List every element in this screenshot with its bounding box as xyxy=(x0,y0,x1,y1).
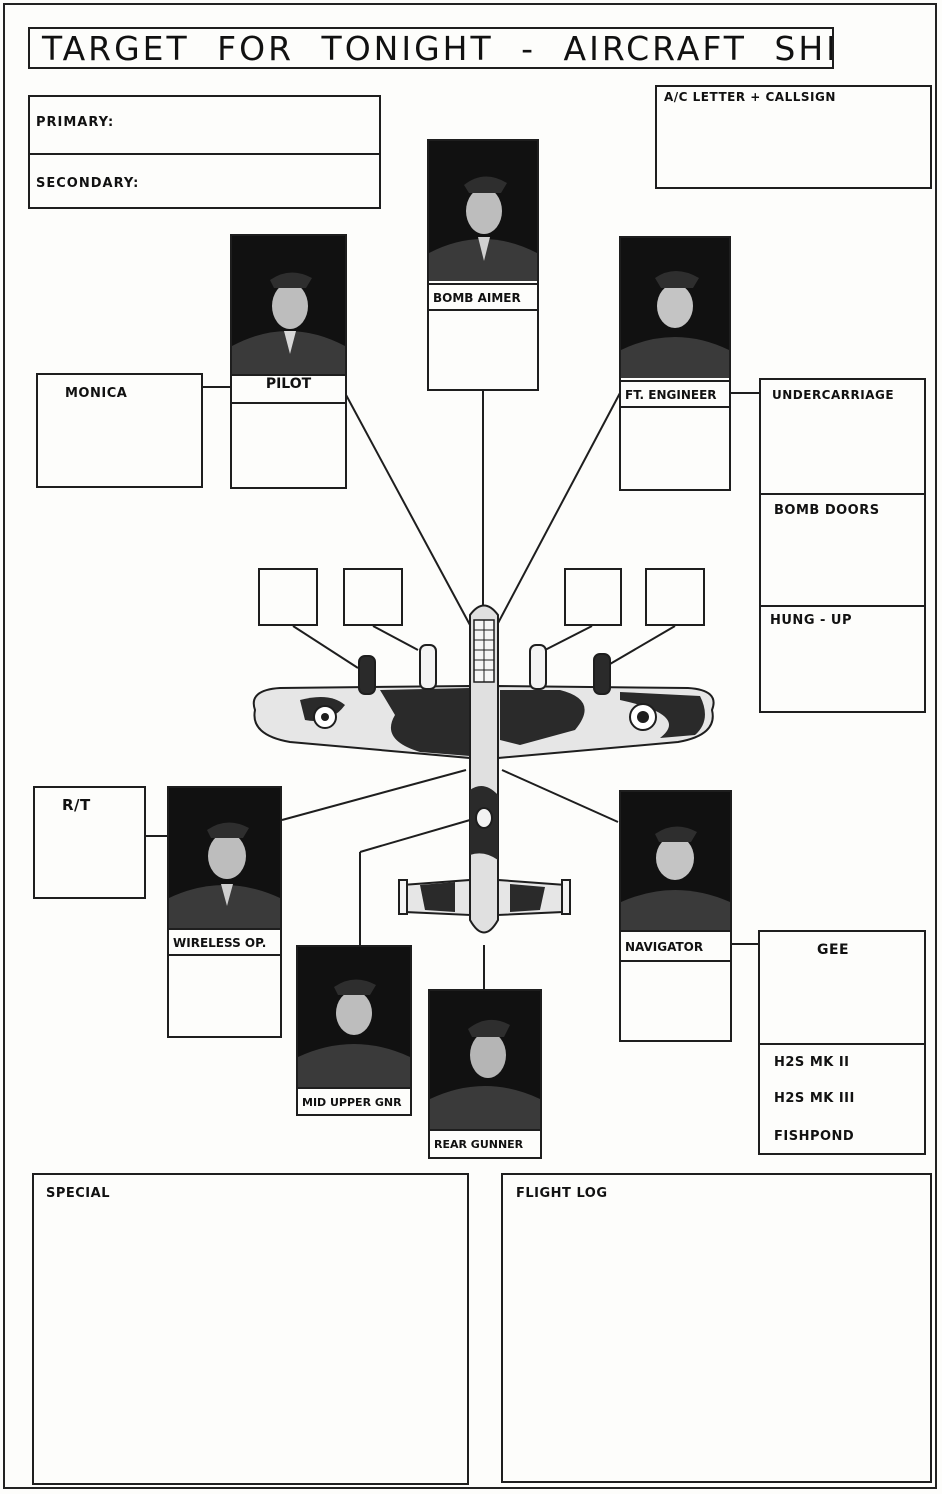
nav-aids-divider xyxy=(760,1043,924,1045)
engine-box-4 xyxy=(645,568,705,626)
gee-label: GEE xyxy=(817,942,850,958)
bomb-aimer-card: BOMB AIMER xyxy=(427,139,539,391)
pilot-label: PILOT xyxy=(232,374,345,392)
secondary-label: SECONDARY: xyxy=(36,176,140,191)
callsign-label: A/C LETTER + CALLSIGN xyxy=(664,90,836,104)
bomb-aimer-divider xyxy=(429,309,537,311)
wireless-op-label: WIRELESS OP. xyxy=(169,928,280,954)
target-box xyxy=(28,95,381,209)
systems-divider-2 xyxy=(761,605,924,607)
nav-aids-box xyxy=(758,930,926,1155)
rear-gunner-card: REAR GUNNER xyxy=(428,989,542,1159)
rear-gunner-portrait xyxy=(430,991,540,1129)
systems-box xyxy=(759,378,926,713)
fishpond-label: FISHPOND xyxy=(774,1129,855,1144)
hung-up-label: HUNG - UP xyxy=(770,613,853,628)
wireless-op-card: WIRELESS OP. xyxy=(167,786,282,1038)
page-border xyxy=(3,3,937,1489)
wireless-op-divider xyxy=(169,954,280,956)
flight-engineer-card: FT. ENGINEER xyxy=(619,236,731,491)
bomb-aimer-label: BOMB AIMER xyxy=(429,283,537,309)
engine-box-1 xyxy=(258,568,318,626)
lancaster-aircraft xyxy=(252,604,715,934)
flight-log-label: FLIGHT LOG xyxy=(516,1186,608,1201)
monica-label: MONICA xyxy=(65,386,128,401)
page-title: TARGET FOR TONIGHT - AIRCRAFT SHEET xyxy=(28,27,834,69)
mid-upper-gnr-portrait xyxy=(298,947,410,1087)
mid-upper-gnr-label: MID UPPER GNR xyxy=(298,1087,410,1114)
wireless-op-portrait xyxy=(169,788,280,928)
h2s-mk2-label: H2S MK II xyxy=(774,1055,850,1070)
rt-box xyxy=(33,786,146,899)
flight-log-box xyxy=(501,1173,932,1483)
monica-box xyxy=(36,373,203,488)
navigator-label: NAVIGATOR xyxy=(621,930,730,960)
navigator-portrait xyxy=(621,792,730,930)
engine-box-3 xyxy=(564,568,622,626)
callsign-box xyxy=(655,85,932,189)
target-divider xyxy=(30,153,379,155)
pilot-divider xyxy=(232,402,345,404)
flight-engineer-portrait xyxy=(621,238,729,378)
primary-label: PRIMARY: xyxy=(36,115,115,130)
pilot-portrait xyxy=(232,236,345,376)
bomb-doors-label: BOMB DOORS xyxy=(774,503,880,518)
special-box xyxy=(32,1173,469,1485)
navigator-divider xyxy=(621,960,730,962)
flight-engineer-divider xyxy=(621,406,729,408)
h2s-mk3-label: H2S MK III xyxy=(774,1091,855,1106)
engine-box-2 xyxy=(343,568,403,626)
mid-upper-gnr-card: MID UPPER GNR xyxy=(296,945,412,1116)
special-label: SPECIAL xyxy=(46,1186,110,1201)
rear-gunner-label: REAR GUNNER xyxy=(430,1129,540,1157)
flight-engineer-label: FT. ENGINEER xyxy=(621,380,729,406)
systems-divider-1 xyxy=(761,493,924,495)
bomb-aimer-portrait xyxy=(429,141,537,281)
rt-label: R/T xyxy=(62,796,91,814)
navigator-card: NAVIGATOR xyxy=(619,790,732,1042)
undercarriage-label: UNDERCARRIAGE xyxy=(772,388,895,402)
pilot-card: PILOT xyxy=(230,234,347,489)
